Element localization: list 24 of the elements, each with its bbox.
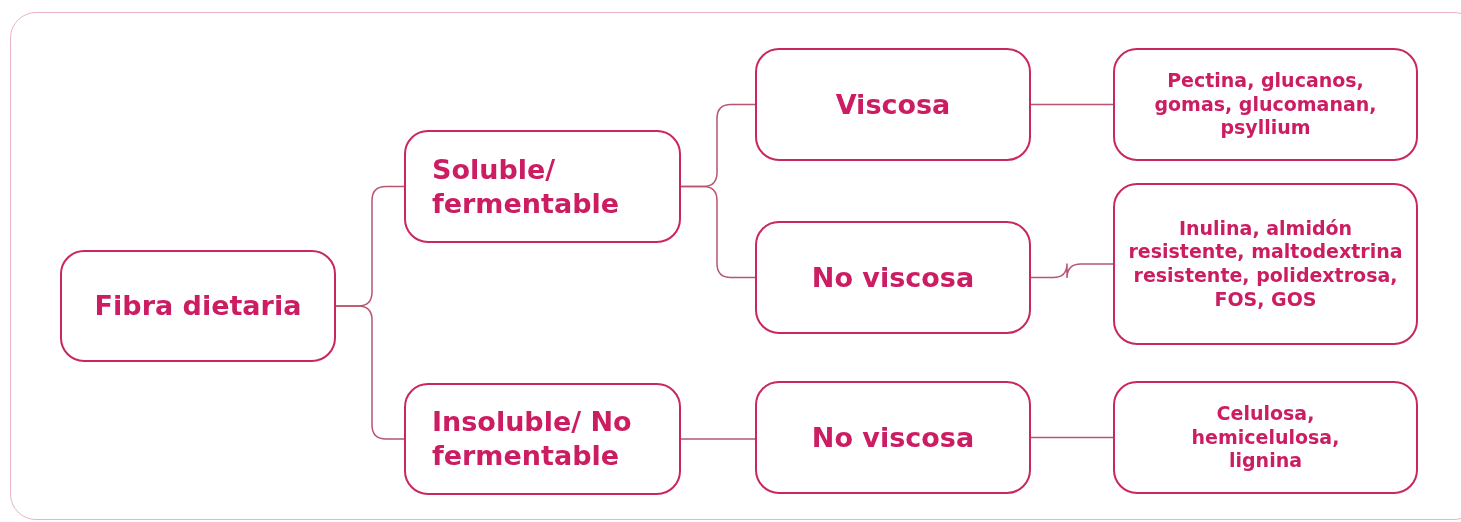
- category-label: Celulosa, hemicelulosa, lignina: [1190, 401, 1341, 474]
- connector-line: [680, 438, 756, 440]
- category-box: [60, 250, 336, 362]
- category-box: [1113, 48, 1418, 161]
- connector-line: [1030, 103, 1114, 106]
- category-label: Inulina, almidón resistente, maltodextrina resistente, polidextrosa, FOS, GOS: [1127, 216, 1404, 312]
- category-box: [404, 383, 681, 495]
- category-box: [755, 221, 1031, 334]
- category-box: [1113, 381, 1418, 494]
- connector-line: [1030, 262, 1114, 279]
- category-box: [404, 130, 681, 243]
- category-label: Viscosa: [835, 87, 951, 122]
- category-label: Fibra dietaria: [94, 289, 302, 323]
- category-label: No viscosa: [811, 420, 975, 455]
- category-box: [755, 381, 1031, 494]
- connector-line: [1030, 436, 1114, 439]
- category-label: Insoluble/ No fermentable: [432, 405, 633, 473]
- connector-line: [335, 305, 405, 440]
- category-label: No viscosa: [811, 260, 975, 295]
- connector-line: [680, 185, 756, 279]
- category-label: Pectina, glucanos, gomas, glucomanan, psyllium: [1153, 68, 1378, 141]
- category-box: [755, 48, 1031, 161]
- category-box: [1113, 183, 1418, 345]
- category-label: Soluble/ fermentable: [432, 152, 621, 221]
